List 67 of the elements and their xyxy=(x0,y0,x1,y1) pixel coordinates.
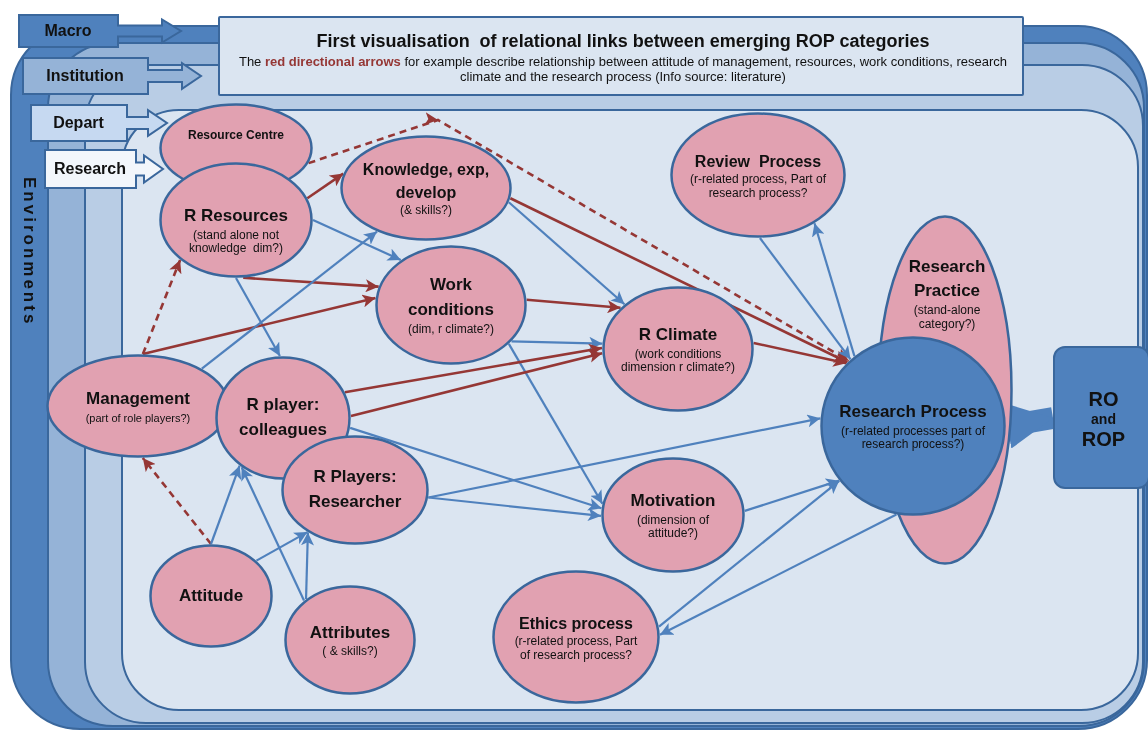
node-title: Management xyxy=(86,388,190,411)
tab-label: Macro xyxy=(44,21,92,41)
dashed-arrow xyxy=(308,112,850,362)
arrow xyxy=(507,343,604,505)
arrow xyxy=(526,298,621,314)
node-title: Knowledge, exp, develop xyxy=(361,159,491,204)
tab-label: Depart xyxy=(53,113,104,133)
node-title: Ethics process xyxy=(519,613,633,634)
arrow xyxy=(658,479,840,628)
arrow xyxy=(509,197,848,364)
arrow xyxy=(812,223,856,357)
node-note: (& skills?) xyxy=(399,204,452,219)
node-title: Review Process xyxy=(694,151,822,172)
node-title: Research Practice xyxy=(907,255,987,303)
box-heading: First visualisation of relational links between emerging ROP categories xyxy=(316,31,930,52)
node-note: (stand-alone category?) xyxy=(912,303,982,332)
dashed-arrow xyxy=(141,457,213,545)
node-note: (dim, r climate?) xyxy=(407,322,494,337)
node-note: (r-related process, Part of research process? xyxy=(513,634,639,663)
node-title: Motivation xyxy=(630,489,716,512)
arrow xyxy=(201,230,378,370)
node-title: RO xyxy=(1088,388,1119,412)
node-note: (dimension of attitude?) xyxy=(635,513,710,542)
node-note: (work conditions dimension r climate?) xyxy=(619,347,736,376)
node-title: Attitude xyxy=(178,584,244,607)
node-title: R Players: Researcher xyxy=(307,466,403,513)
node-note: (stand alone not knowledge dim?) xyxy=(187,228,285,257)
node-title: R Climate xyxy=(638,323,718,346)
arrow xyxy=(235,277,281,357)
arrow xyxy=(511,336,603,350)
arrow xyxy=(255,531,308,562)
arrow xyxy=(344,343,603,394)
arrow xyxy=(209,465,242,545)
arrow xyxy=(659,513,897,636)
node-note: (part of role players?) xyxy=(85,412,191,425)
arrow xyxy=(744,478,840,512)
node-note: (r-related process, Part of research process? xyxy=(688,172,827,201)
arrow xyxy=(508,201,626,306)
node-title: Research Process xyxy=(839,400,987,423)
band-label: Environments xyxy=(19,177,39,327)
tab-label: Research xyxy=(53,159,126,179)
arrow xyxy=(306,172,344,200)
node-title: Work conditions xyxy=(407,274,495,322)
outcome-box xyxy=(1053,346,1148,489)
title-box xyxy=(218,16,1024,96)
node-note: and xyxy=(1091,411,1116,428)
node-title: Attributes xyxy=(309,621,391,644)
tab-label: Institution xyxy=(46,66,124,86)
arrow xyxy=(753,341,847,367)
arrow xyxy=(428,496,602,522)
node-title: Resource Centre xyxy=(187,127,284,145)
arrow xyxy=(301,532,314,599)
node-note: ( & skills?) xyxy=(322,645,378,660)
dashed-arrow xyxy=(141,259,182,355)
arrow xyxy=(759,237,852,360)
arrow xyxy=(243,276,379,293)
arrow xyxy=(142,294,376,356)
node-title: R Resources xyxy=(184,204,288,227)
arrow xyxy=(428,414,821,499)
arrow xyxy=(312,219,402,261)
box-description: The red directional arrows for example describe relationship between attitude of management, resources, work conditions, research climate and the research process (Info source: literature) xyxy=(237,54,1009,85)
arrow xyxy=(240,466,305,602)
node-title: R player: colleagues xyxy=(238,394,328,441)
arrow xyxy=(349,426,602,511)
node-note: (r-related processes part of research process?) xyxy=(839,424,986,453)
node-note: ROP xyxy=(1081,427,1126,451)
arrow xyxy=(350,350,603,418)
